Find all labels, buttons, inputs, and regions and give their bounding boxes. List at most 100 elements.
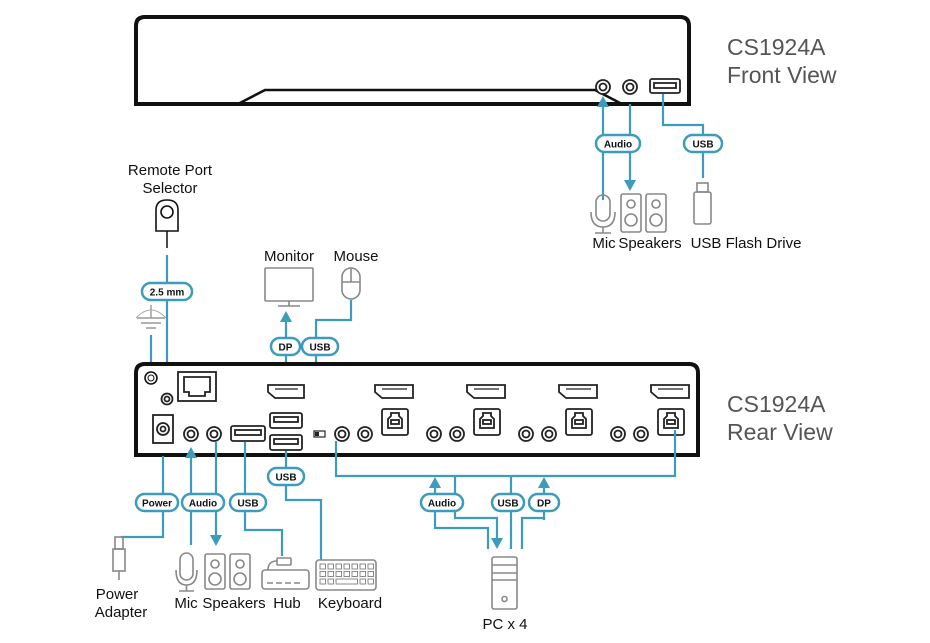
mouse-icon	[341, 267, 361, 300]
pc-audio-pill	[419, 492, 465, 513]
pc-port-group-4	[610, 384, 690, 442]
pc-port-groups	[334, 384, 690, 442]
usb-hub-icon	[261, 557, 310, 590]
key	[327, 578, 334, 585]
monitor-icon	[264, 267, 314, 307]
key	[367, 563, 374, 570]
pc-audio-pill-label: Audio	[428, 499, 456, 510]
pc-speaker-port	[541, 426, 557, 442]
key	[319, 571, 326, 577]
front-usb-cable: USB	[661, 94, 724, 178]
pc-mic-port	[610, 426, 626, 442]
pc-dp-pill-label: DP	[537, 499, 551, 510]
console-audio-pill-label: Audio	[189, 499, 217, 510]
pc-dp-port	[466, 384, 506, 399]
front-mic-port	[595, 79, 611, 95]
key	[367, 571, 374, 577]
hub-label: Hub	[273, 595, 301, 612]
key	[319, 563, 326, 570]
front-mic-icon	[590, 194, 616, 234]
console-hub-usb-port	[230, 425, 266, 442]
rear-panel	[134, 362, 700, 457]
pc-mic-port	[334, 426, 350, 442]
dip-switch	[313, 430, 326, 438]
key	[327, 563, 334, 570]
pc-mic-port	[426, 426, 442, 442]
key	[351, 563, 358, 570]
pc-usb-b-port	[473, 408, 501, 436]
console-dp-port	[267, 384, 305, 399]
power-port	[152, 414, 174, 444]
spacebar-key	[335, 578, 358, 585]
remote-selector-label-2: Selector	[142, 180, 197, 197]
pc-speaker-port	[633, 426, 649, 442]
key	[351, 571, 358, 577]
power-adapter-label-1: Power	[96, 586, 139, 603]
key	[335, 563, 342, 570]
remote-port-selector-icon	[155, 199, 179, 248]
rear-view-label: Rear View	[727, 419, 833, 445]
console-usb-keyboard-port	[269, 434, 303, 451]
mouse-usb-label: USB	[309, 343, 330, 354]
power-cable: Power	[121, 456, 180, 539]
ground-screw	[144, 371, 158, 385]
pc-label: PC x 4	[482, 616, 527, 633]
keyboard-label: Keyboard	[318, 595, 382, 612]
pc-speaker-port	[449, 426, 465, 442]
front-model-label: CS1924A	[727, 34, 826, 60]
key	[319, 578, 326, 585]
pc-mic-port	[518, 426, 534, 442]
key	[359, 578, 366, 585]
keyboard-keys	[319, 563, 374, 585]
front-usb-pill-label: USB	[692, 140, 713, 151]
mouse-usb-pill	[300, 336, 340, 357]
monitor-dp-label: DP	[279, 343, 293, 354]
remote-cable-label: 2.5 mm	[150, 288, 185, 299]
front-audio-pill-label: Audio	[604, 140, 632, 151]
pc-port-group-1	[334, 384, 414, 442]
monitor-label: Monitor	[264, 248, 314, 265]
console-speakers-label: Speakers	[202, 595, 265, 612]
console-speaker-port	[206, 426, 222, 442]
console-mic-icon	[175, 552, 198, 592]
front-speakers-label: Speakers	[618, 235, 681, 252]
pc-usb-b-port	[381, 408, 409, 436]
pc-dp-port	[650, 384, 690, 399]
key	[359, 571, 366, 577]
front-panel	[134, 15, 691, 106]
console-mic-port	[183, 426, 199, 442]
key	[343, 563, 350, 570]
remote-2-5mm-pill	[140, 281, 194, 302]
front-audio-cables: Audio	[594, 96, 642, 200]
mouse-label: Mouse	[333, 248, 378, 265]
front-usb-port	[649, 78, 681, 94]
hub-usb-cable: USB	[228, 442, 284, 556]
console-usb-mouse-port	[269, 412, 303, 429]
front-mic-label: Mic	[592, 235, 616, 252]
keyboard-icon	[315, 559, 377, 591]
usb-flash-drive-label: USB Flash Drive	[691, 235, 802, 252]
pc-dp-port	[374, 384, 414, 399]
key	[367, 578, 374, 585]
rear-model-label: CS1924A	[727, 391, 826, 417]
front-usb-pill	[682, 133, 724, 154]
front-speaker-port	[622, 79, 638, 95]
usb-flash-drive-icon	[693, 182, 712, 225]
console-audio-cables: Audio	[180, 442, 226, 546]
keyboard-usb-pill-label: USB	[275, 473, 296, 484]
pc-usb-pill-label: USB	[497, 499, 518, 510]
console-speakers-icon	[204, 553, 251, 590]
front-audio-pill	[594, 133, 642, 154]
rj45-port	[177, 371, 217, 402]
hub-usb-pill-label: USB	[237, 499, 258, 510]
pc-usb-b-port	[565, 408, 593, 436]
front-view-label: Front View	[727, 62, 837, 88]
pc-usb-b-port	[657, 408, 685, 436]
key	[343, 571, 350, 577]
key	[359, 563, 366, 570]
console-mic-label: Mic	[174, 595, 198, 612]
pc-port-group-3	[518, 384, 598, 442]
monitor-dp-pill	[269, 336, 302, 357]
pc-tower-icon	[491, 556, 518, 610]
